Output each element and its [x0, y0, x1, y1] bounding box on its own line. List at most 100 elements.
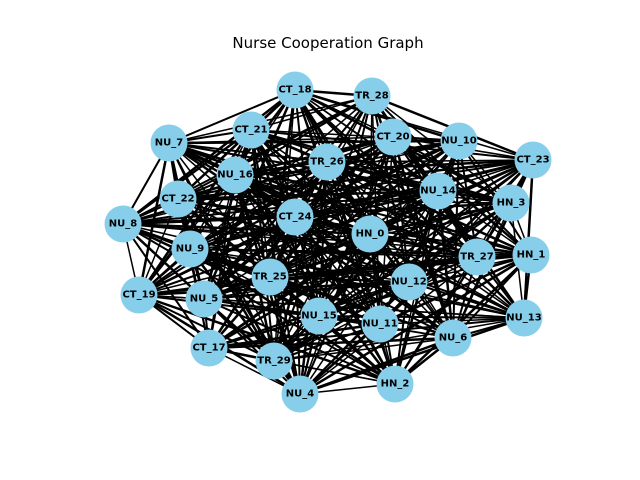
edge-HN_1-CT_20 — [392, 136, 532, 256]
edge-NU_6-TR_29 — [273, 337, 454, 362]
edge-TR_26-TR_27 — [326, 161, 478, 258]
node-NU_11: NU_11 — [361, 305, 399, 343]
node-NU_8: NU_8 — [104, 205, 142, 243]
edge-NU_13-CT_18 — [294, 89, 525, 319]
node-circle — [440, 122, 478, 160]
node-label: NU_9 — [176, 244, 204, 255]
node-label: NU_13 — [506, 313, 541, 324]
node-label: TR_27 — [460, 252, 493, 263]
node-circle — [351, 215, 389, 253]
edge-NU_7-TR_29 — [168, 142, 275, 362]
edge-NU_15-TR_26 — [318, 161, 328, 317]
node-NU_6: NU_6 — [434, 319, 472, 357]
edge-NU_13-NU_15 — [318, 315, 525, 319]
edge-CT_21-TR_28 — [250, 95, 373, 131]
node-circle — [374, 118, 412, 156]
node-circle — [361, 305, 399, 343]
node-circle — [104, 205, 142, 243]
edge-CT_21-TR_29 — [250, 129, 275, 362]
node-NU_10: NU_10 — [440, 122, 478, 160]
edge-TR_28-TR_29 — [273, 95, 373, 362]
node-NU_13: NU_13 — [505, 299, 543, 337]
node-TR_28: TR_28 — [353, 77, 391, 115]
node-circle — [390, 263, 428, 301]
node-circle — [281, 375, 319, 413]
node-circle — [514, 141, 552, 179]
node-circle — [232, 111, 270, 149]
node-circle — [353, 77, 391, 115]
edge-NU_12-TR_29 — [273, 280, 410, 363]
edge-NU_11-CT_19 — [138, 294, 381, 325]
edge-CT_23-CT_24 — [294, 159, 534, 218]
nodes-layer: HN_0HN_1HN_2HN_3NU_4NU_5NU_6NU_7NU_8NU_9… — [104, 71, 552, 413]
node-circle — [185, 280, 223, 318]
node-circle — [276, 198, 314, 236]
node-label: TR_29 — [257, 356, 290, 367]
node-label: NU_8 — [109, 219, 137, 230]
edge-CT_18-TR_27 — [294, 89, 478, 258]
node-NU_7: NU_7 — [150, 124, 188, 162]
node-label: NU_6 — [439, 333, 467, 344]
edge-NU_16-CT_17 — [208, 174, 236, 349]
node-label: HN_0 — [356, 229, 385, 240]
edge-NU_11-TR_29 — [273, 323, 381, 362]
edge-CT_20-TR_29 — [273, 136, 394, 362]
node-CT_24: CT_24 — [276, 198, 314, 236]
edge-CT_17-CT_22 — [177, 198, 210, 349]
node-NU_14: NU_14 — [419, 172, 457, 210]
edge-CT_19-TR_29 — [138, 294, 275, 362]
node-circle — [505, 299, 543, 337]
node-circle — [190, 329, 228, 367]
edge-CT_18-TR_25 — [268, 89, 297, 278]
node-label: NU_7 — [155, 138, 183, 149]
node-NU_5: NU_5 — [185, 280, 223, 318]
edge-CT_24-TR_29 — [273, 216, 296, 362]
node-circle — [458, 238, 496, 276]
edge-NU_7-CT_18 — [168, 89, 296, 144]
edge-NU_6-NU_10 — [452, 140, 460, 339]
node-circle — [434, 319, 472, 357]
node-label: NU_12 — [391, 277, 426, 288]
node-HN_1: HN_1 — [512, 236, 550, 274]
node-TR_27: TR_27 — [458, 238, 496, 276]
node-label: HN_1 — [517, 250, 546, 261]
node-label: CT_20 — [376, 132, 409, 143]
edge-CT_17-CT_23 — [208, 158, 534, 350]
node-NU_16: NU_16 — [216, 156, 254, 194]
node-CT_23: CT_23 — [514, 141, 552, 179]
graph-title: Nurse Cooperation Graph — [232, 34, 424, 52]
node-CT_20: CT_20 — [374, 118, 412, 156]
node-label: HN_2 — [381, 379, 410, 390]
node-CT_17: CT_17 — [190, 329, 228, 367]
edge-CT_23-TR_26 — [326, 159, 534, 163]
edge-NU_13-TR_29 — [273, 317, 525, 362]
edge-CT_20-CT_22 — [177, 135, 394, 201]
node-label: CT_22 — [161, 194, 194, 205]
node-NU_4: NU_4 — [281, 375, 319, 413]
edge-NU_8-CT_23 — [122, 159, 534, 225]
node-circle — [300, 297, 338, 335]
edge-NU_15-CT_17 — [208, 315, 320, 349]
node-label: CT_17 — [192, 343, 225, 354]
node-label: NU_16 — [217, 170, 252, 181]
node-HN_0: HN_0 — [351, 215, 389, 253]
node-circle — [120, 276, 158, 314]
node-label: NU_14 — [420, 186, 455, 197]
edge-NU_4-NU_13 — [299, 316, 525, 396]
node-label: NU_11 — [362, 319, 397, 330]
node-CT_19: CT_19 — [120, 276, 158, 314]
edge-CT_22-CT_24 — [177, 198, 296, 218]
node-CT_22: CT_22 — [159, 180, 197, 218]
edge-CT_17-TR_27 — [208, 256, 478, 349]
edge-CT_22-TR_25 — [177, 198, 271, 278]
node-label: TR_28 — [355, 91, 388, 102]
edge-CT_19-TR_26 — [138, 161, 328, 296]
edge-NU_6-CT_17 — [208, 336, 454, 350]
node-NU_15: NU_15 — [300, 297, 338, 335]
node-label: NU_4 — [286, 389, 314, 400]
node-label: NU_5 — [190, 294, 218, 305]
edge-HN_1-HN_2 — [394, 254, 532, 385]
edge-NU_12-CT_18 — [294, 89, 410, 283]
edge-NU_11-TR_28 — [371, 95, 381, 325]
